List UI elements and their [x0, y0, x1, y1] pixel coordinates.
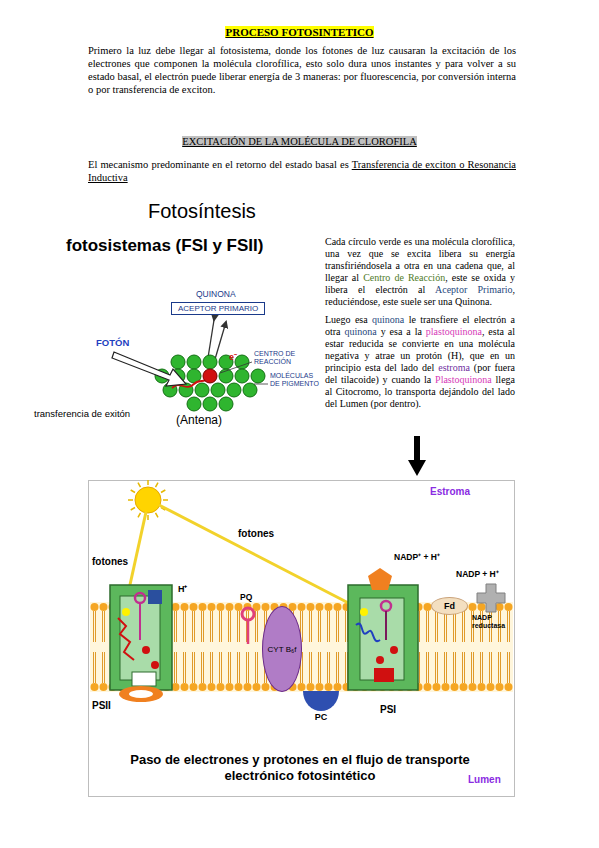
label: FOTÓN [96, 337, 129, 348]
label: PSII [92, 700, 111, 711]
acceptor-box: ACEPTOR PRIMARIO [171, 302, 265, 315]
label: Lumen [468, 774, 501, 785]
text-segment: Plastoquinona [435, 374, 492, 385]
label: CENTRO DE REACCIÓN [254, 350, 312, 366]
text-segment: plastoquinona [426, 326, 482, 337]
figure-caption: Paso de electrones y protones en el fluj… [110, 752, 490, 784]
label: e⁻ [229, 350, 237, 363]
label: fotones [92, 556, 128, 567]
node-text: ACEPTOR PRIMARIO [178, 304, 258, 313]
figure-heading: fotosistemas (FSI y FSII) [66, 236, 266, 256]
paragraph: El mecanismo predominante en el retorno … [88, 158, 516, 184]
label: transferencia de exitón [34, 408, 130, 419]
paragraph: Cada círculo verde es una molécula cloro… [325, 236, 515, 308]
text-segment: quinona [372, 314, 404, 325]
text-segment: Centro de Reacción [363, 272, 445, 283]
node-text: Fd [444, 601, 455, 611]
plastocyanin: PC [302, 690, 340, 722]
text-segment: estroma [438, 362, 470, 373]
intro-paragraph: Primero la luz debe llegar al fotosistem… [88, 44, 516, 96]
node-text: PC [302, 712, 340, 722]
text-segment: Aceptor Primario [435, 284, 513, 295]
label: NADP reductasa [472, 614, 512, 630]
text-segment: quinona [344, 326, 376, 337]
label: NADP + H⁺ [456, 568, 499, 579]
label: MOLÉCULAS DE PIGMENTO [270, 372, 322, 388]
plastocyanin-shape [302, 690, 340, 712]
cytochrome-oval: CYT B₆f [262, 606, 302, 692]
label: QUINONA [196, 289, 236, 299]
paragraph: Luego esa quinona le transfiere el elect… [325, 314, 515, 410]
figure-title: Fotosíntesis [148, 200, 256, 223]
label: (Antena) [176, 413, 222, 427]
page-title: PROCESO FOTOSINTETICO [0, 26, 599, 38]
label: Estroma [430, 486, 470, 497]
text-segment: y esa a la [381, 326, 422, 337]
label: PQ [240, 592, 252, 602]
section-heading: EXCITACIÓN DE LA MOLÉCULA DE CLOROFILA [0, 136, 599, 147]
label: fotones [238, 528, 274, 539]
ferredoxin-oval: Fd [431, 597, 468, 615]
text-segment: El mecanismo predominante en el retorno … [88, 159, 349, 170]
label: PSI [380, 704, 396, 715]
label: NADP⁺ + H⁺ [394, 551, 440, 562]
node-text: CYT B₆f [268, 645, 297, 654]
text-segment: Luego esa [325, 314, 368, 325]
label: H⁺ [178, 582, 188, 595]
